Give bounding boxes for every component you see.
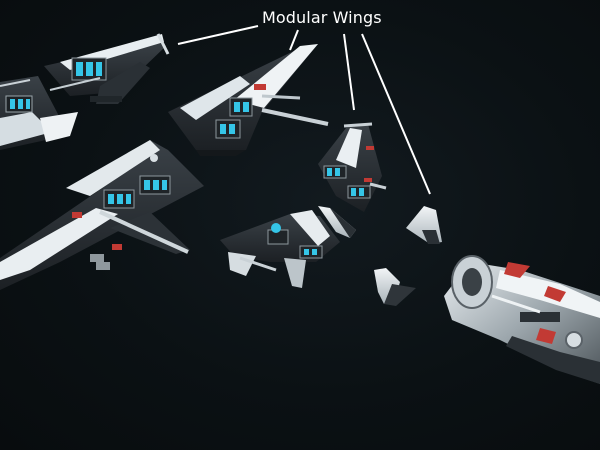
ship-small-center [220,210,340,288]
ship-upper-right [168,44,329,156]
wing-piece-c [374,268,416,306]
callout-line-4 [361,33,431,195]
callout-line-3 [343,33,355,111]
wing-piece-a [318,206,356,238]
ship-large-left [0,140,204,290]
modular-wings-label: Modular Wings [262,8,382,27]
callout-line-1 [177,25,259,45]
ship-small-right [318,122,387,212]
engine-module-large [444,255,600,384]
callout-line-2 [289,29,299,51]
callout-lines [177,25,431,195]
ship-top-left-partial [0,76,78,150]
wing-piece-b [406,206,442,244]
ship-upper-center [44,33,170,104]
